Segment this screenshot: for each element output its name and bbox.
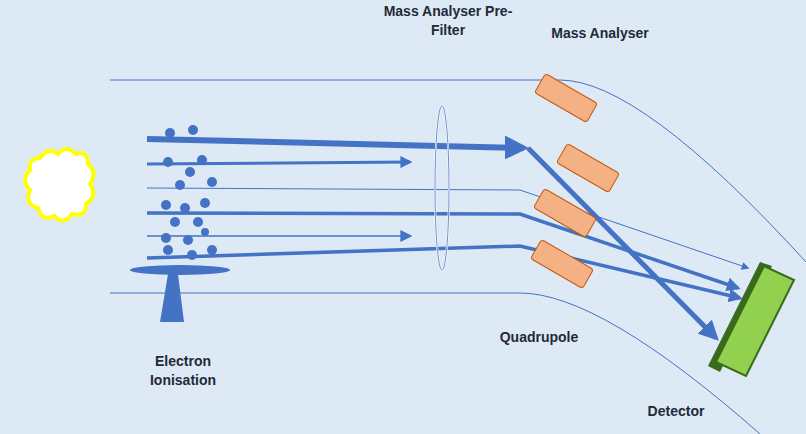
tube-wall [110,80,806,262]
label: Quadrupole [484,328,594,347]
quadrupole-rods [531,73,620,288]
filament [130,265,230,275]
filament-stand [160,274,184,322]
pre-filter [435,106,449,270]
label: Electron Ionisation [128,352,238,390]
label: Mass Analyser Pre-Filter [383,2,513,40]
detector [708,262,794,376]
label: Detector [634,402,718,421]
label: Mass Analyser [540,24,660,43]
tube-wall [110,293,760,434]
light-source [25,149,94,221]
